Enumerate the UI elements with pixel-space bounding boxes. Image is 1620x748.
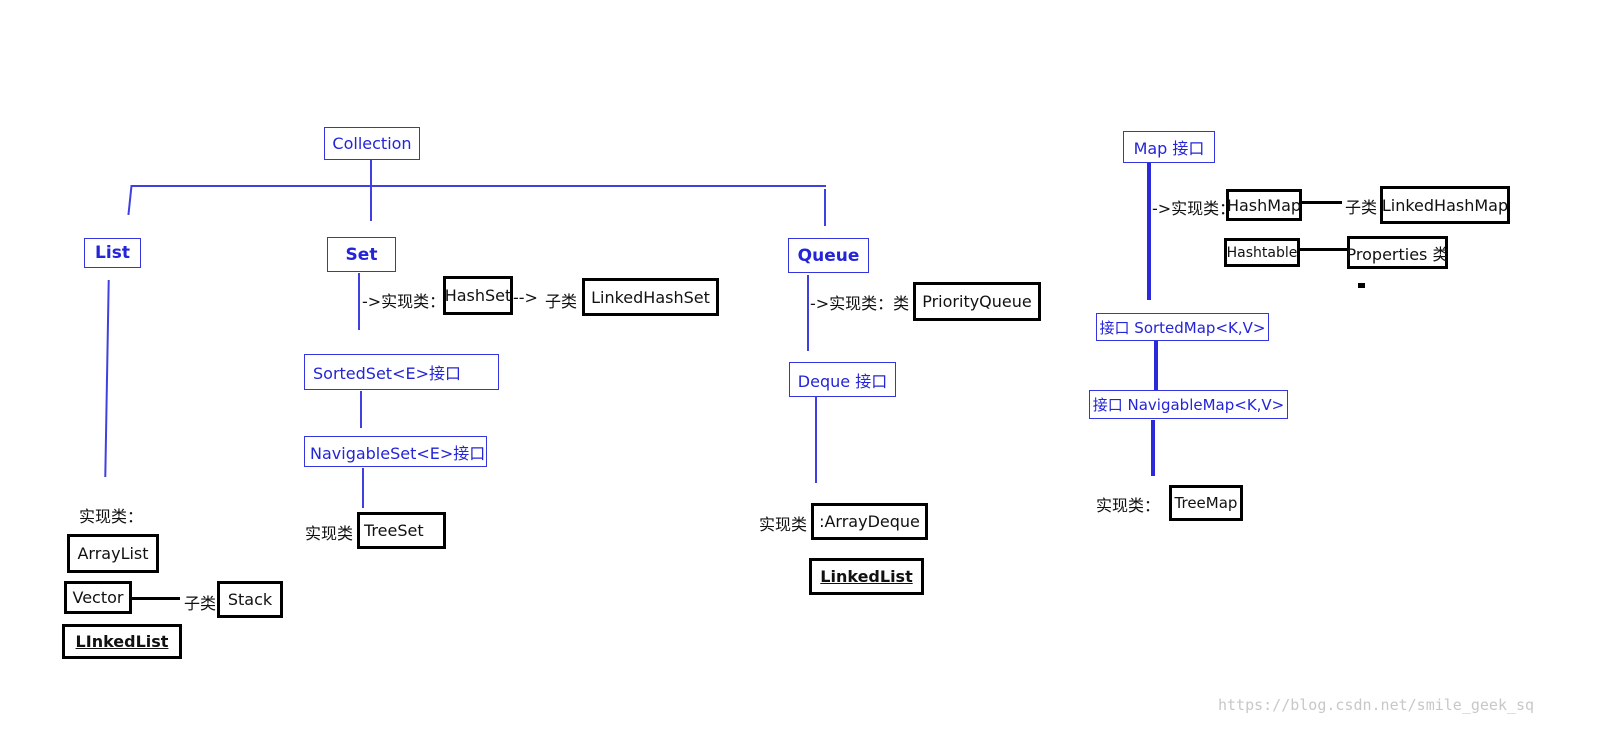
connector-line [815,397,817,483]
treeset-impl-label: 实现类 [305,524,354,543]
list-impl-label: 实现类： [79,507,144,526]
navigableset-node: NavigableSet<E>接口 [304,436,487,467]
priorityqueue-node: PriorityQueue [913,282,1041,321]
sortedset-node: SortedSet<E>接口 [304,354,499,390]
watermark: https://blog.csdn.net/smile_geek_sq [1218,696,1535,714]
hashtable-node: Hashtable [1224,238,1300,267]
connector-line [358,273,360,330]
subclass-connector [1300,248,1347,251]
stack-subclass-label: 子类 [184,594,217,613]
deque-node: Deque 接口 [789,362,896,397]
set-impl-label: ->实现类： [362,292,446,311]
connector-line [131,185,826,187]
queue-impl-label: ->实现类：类 [810,294,910,313]
dot-mark [1358,283,1365,288]
connector-line [360,391,362,428]
map-node: Map 接口 [1123,131,1215,163]
queue-node: Queue [788,238,869,273]
connector-line [824,189,826,226]
linkedhashset-node: LinkedHashSet [582,278,719,316]
connector-line [104,280,110,477]
sortedmap-node: 接口 SortedMap<K,V> [1096,313,1269,341]
deque-impl-label: 实现类 [759,515,808,534]
arraylist-node: ArrayList [67,534,159,573]
vector-node: Vector [64,581,132,614]
treemap-impl-label: 实现类： [1096,496,1161,515]
connector-line [370,159,372,221]
connector-line [1151,420,1155,476]
connector-line [1147,162,1151,300]
treemap-node: TreeMap [1169,485,1243,521]
hashmap-node: HashMap [1226,189,1302,221]
linkedhashmap-node: LinkedHashMap [1380,186,1510,224]
connector-line [127,185,133,215]
map-impl-label: ->实现类： [1152,199,1236,218]
collection-node: Collection [324,127,420,160]
subclass-connector [132,597,180,600]
set-node: Set [327,237,396,272]
subclass-connector [1302,201,1342,204]
queue-linkedlist-node: LinkedList [809,558,924,595]
hashset-arrow: --> [513,288,538,307]
set-subclass-label: 子类 [545,292,578,311]
stack-node: Stack [217,581,283,618]
map-subclass-label: 子类 [1345,198,1378,217]
list-node: List [84,238,141,268]
connector-line [362,468,364,508]
navigablemap-node: 接口 NavigableMap<K,V> [1089,390,1288,419]
connector-line [807,275,809,351]
hashset-node: HashSet [443,276,513,315]
list-linkedlist-node: LInkedList [62,624,182,659]
arraydeque-node: :ArrayDeque [811,503,928,540]
treeset-node: TreeSet [357,512,446,549]
connector-line [1154,340,1158,390]
properties-node: Properties 类 [1347,236,1448,269]
